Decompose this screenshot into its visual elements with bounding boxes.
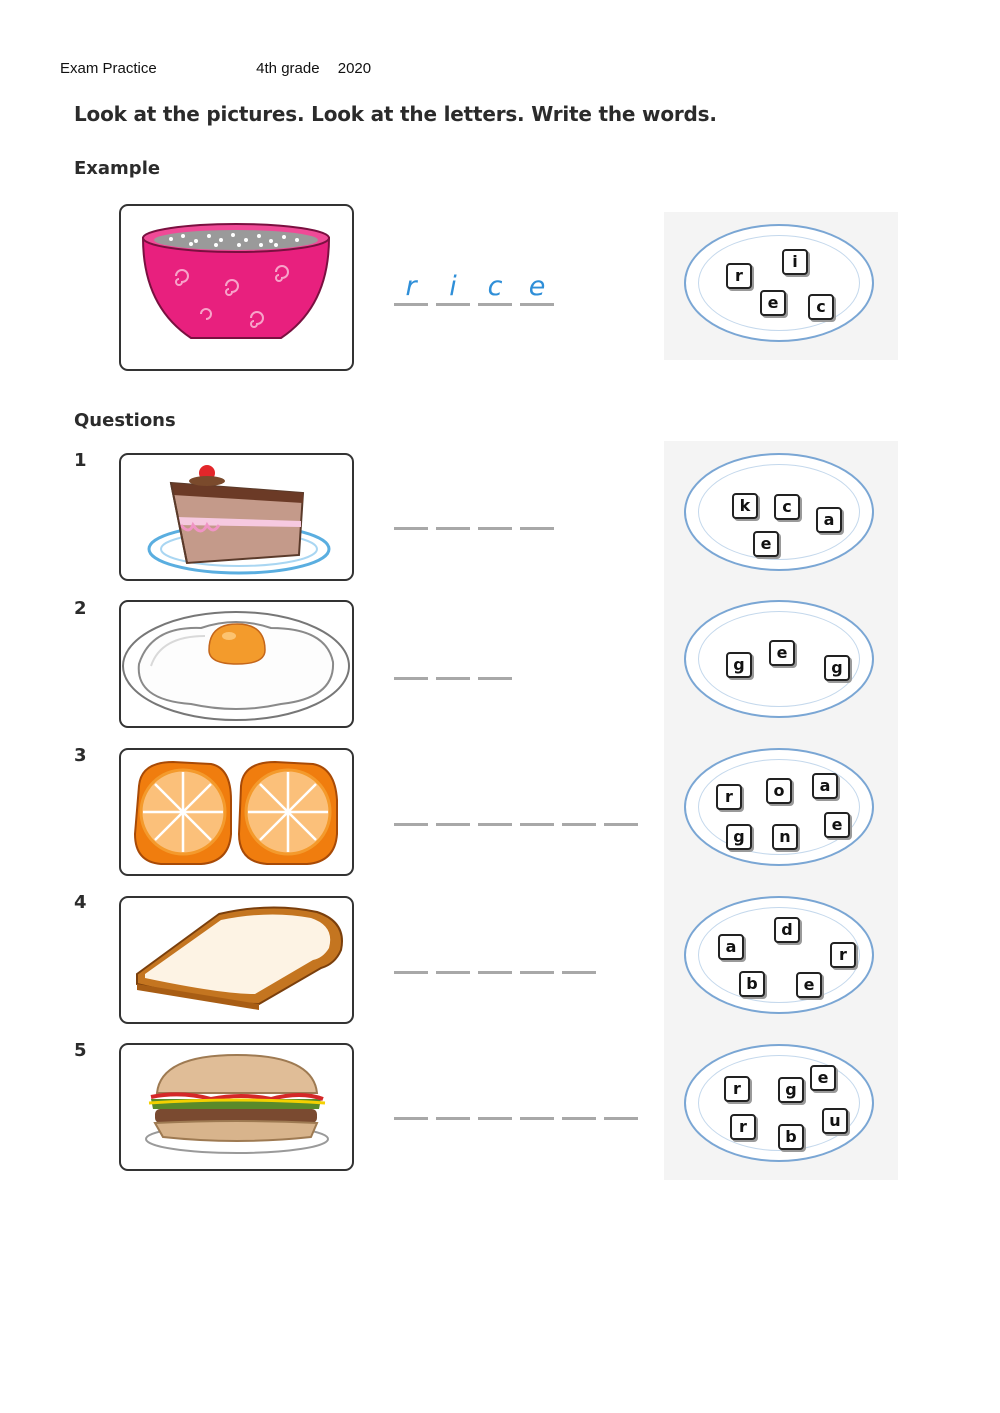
plate-rim [684, 224, 874, 342]
letter-tile: e [760, 290, 786, 316]
letter-tile: g [726, 824, 752, 850]
answer-letter: i [449, 271, 457, 302]
letter-tile: r [716, 784, 742, 810]
answer-blank[interactable] [436, 677, 470, 680]
letter-tile: u [822, 1108, 848, 1134]
letter-plate: k c a e [664, 441, 898, 589]
letter-tile: e [796, 972, 822, 998]
example-label: Example [74, 158, 161, 179]
letter-tile: g [726, 652, 752, 678]
letter-tile: k [732, 493, 758, 519]
bread-picture [119, 896, 354, 1024]
answer-blank[interactable] [520, 971, 554, 974]
cake-picture [119, 453, 354, 581]
letter-tile: b [778, 1124, 804, 1150]
answer-blank[interactable] [520, 1117, 554, 1120]
answer-blank[interactable] [394, 1117, 428, 1120]
letter-tile: r [726, 263, 752, 289]
answer-blank[interactable] [478, 677, 512, 680]
answer-blank[interactable] [436, 971, 470, 974]
letter-tile: n [772, 824, 798, 850]
example-plate: r i e c [664, 212, 898, 360]
letter-tile: a [812, 773, 838, 799]
answer-blank[interactable] [436, 823, 470, 826]
letter-plate: a d r b e [664, 884, 898, 1032]
answer-blank[interactable] [478, 971, 512, 974]
question-number: 1 [74, 450, 87, 471]
answer-blank [478, 303, 512, 306]
rice-bowl-icon [141, 223, 331, 339]
fried-egg-picture [119, 600, 354, 728]
orange-picture [119, 748, 354, 876]
letter-tile: a [816, 507, 842, 533]
letter-tile: b [739, 971, 765, 997]
answer-blank[interactable] [562, 823, 596, 826]
letter-plate: r o a g n e [664, 736, 898, 884]
question-number: 4 [74, 892, 87, 913]
answer-blanks[interactable] [394, 640, 524, 680]
answer-blanks[interactable] [394, 1080, 644, 1120]
questions-label: Questions [74, 410, 176, 431]
answer-blank[interactable] [520, 823, 554, 826]
answer-blank[interactable] [604, 1117, 638, 1120]
question-number: 2 [74, 598, 87, 619]
header-grade: 4th grade [256, 60, 320, 77]
letter-tile: e [810, 1065, 836, 1091]
letter-tile: e [753, 531, 779, 557]
letter-tile: g [778, 1077, 804, 1103]
burger-icon [145, 1053, 329, 1154]
letter-tile: a [718, 934, 744, 960]
answer-blank [394, 303, 428, 306]
rice-bowl-picture [119, 204, 354, 371]
letter-tile: d [774, 917, 800, 943]
answer-blank[interactable] [562, 1117, 596, 1120]
answer-blank[interactable] [436, 1117, 470, 1120]
answer-blanks[interactable] [394, 490, 564, 530]
plate-rim [684, 1044, 874, 1162]
answer-blank[interactable] [478, 823, 512, 826]
letter-plate: g e g [664, 588, 898, 736]
answer-blank [520, 303, 554, 306]
letter-tile: g [824, 655, 850, 681]
answer-letter: r [405, 271, 417, 302]
answer-blank[interactable] [562, 971, 596, 974]
answer-blanks[interactable] [394, 786, 644, 826]
answer-blank[interactable] [436, 527, 470, 530]
header-year: 2020 [337, 60, 372, 77]
header-line: Exam Practice 4th grade 2020 [60, 60, 371, 77]
letter-tile: e [769, 640, 795, 666]
letter-tile: r [830, 942, 856, 968]
letter-tile: o [766, 778, 792, 804]
answer-blank[interactable] [394, 823, 428, 826]
letter-tile: i [782, 249, 808, 275]
letter-tile: c [774, 494, 800, 520]
letter-tile: e [824, 812, 850, 838]
answer-blank [436, 303, 470, 306]
answer-letter: e [528, 271, 546, 302]
answer-blank[interactable] [394, 677, 428, 680]
orange-icon [133, 760, 338, 865]
letter-plate: r g e r b u [664, 1032, 898, 1180]
question-number: 5 [74, 1040, 87, 1061]
fried-egg-icon [122, 611, 350, 721]
bread-icon [136, 906, 343, 1010]
answer-blank[interactable] [394, 971, 428, 974]
answer-blank[interactable] [478, 527, 512, 530]
plate-rim [684, 453, 874, 571]
answer-letter: c [487, 271, 503, 302]
header-title: Exam Practice [60, 60, 157, 77]
letter-tile: r [730, 1114, 756, 1140]
answer-blanks[interactable] [394, 934, 604, 974]
answer-blank[interactable] [478, 1117, 512, 1120]
answer-blank[interactable] [520, 527, 554, 530]
cake-icon [147, 465, 331, 575]
answer-blank[interactable] [604, 823, 638, 826]
letter-tile: c [808, 294, 834, 320]
answer-blank[interactable] [394, 527, 428, 530]
instruction: Look at the pictures. Look at the letter… [74, 102, 717, 126]
burger-picture [119, 1043, 354, 1171]
letter-tile: r [724, 1076, 750, 1102]
example-answer: r i c e [394, 266, 564, 306]
question-number: 3 [74, 745, 87, 766]
